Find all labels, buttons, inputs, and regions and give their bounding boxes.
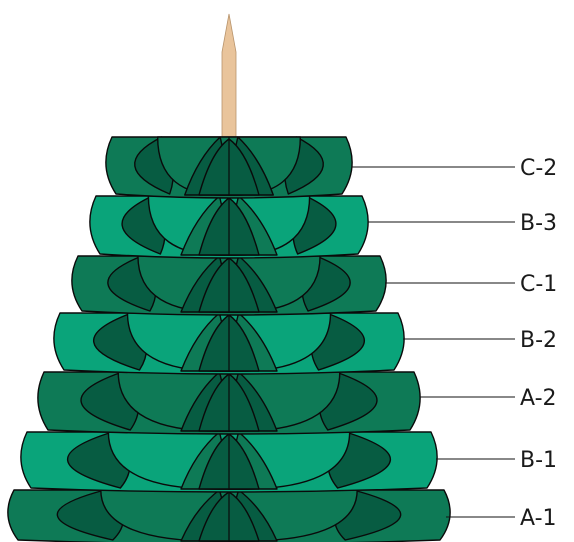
- tier-a-1: [8, 490, 450, 542]
- tier-label-c-1: C-1: [520, 272, 557, 297]
- tier-stack: [8, 137, 450, 542]
- tier-c-1: [72, 256, 386, 315]
- tier-label-b-2: B-2: [520, 328, 557, 353]
- tier-b-2: [54, 313, 404, 374]
- tier-b-1: [21, 432, 437, 492]
- tier-label-a-1: A-1: [520, 506, 557, 531]
- tier-label-a-2: A-2: [520, 386, 557, 411]
- tier-label-b-1: B-1: [520, 448, 557, 473]
- tier-c-2: [106, 137, 352, 198]
- tier-a-2: [38, 372, 420, 434]
- toothpick-stick: [222, 14, 236, 140]
- tier-b-3: [90, 196, 368, 258]
- stick-shaft: [222, 14, 236, 140]
- tier-label-c-2: C-2: [520, 156, 557, 181]
- tier-label-b-3: B-3: [520, 211, 557, 236]
